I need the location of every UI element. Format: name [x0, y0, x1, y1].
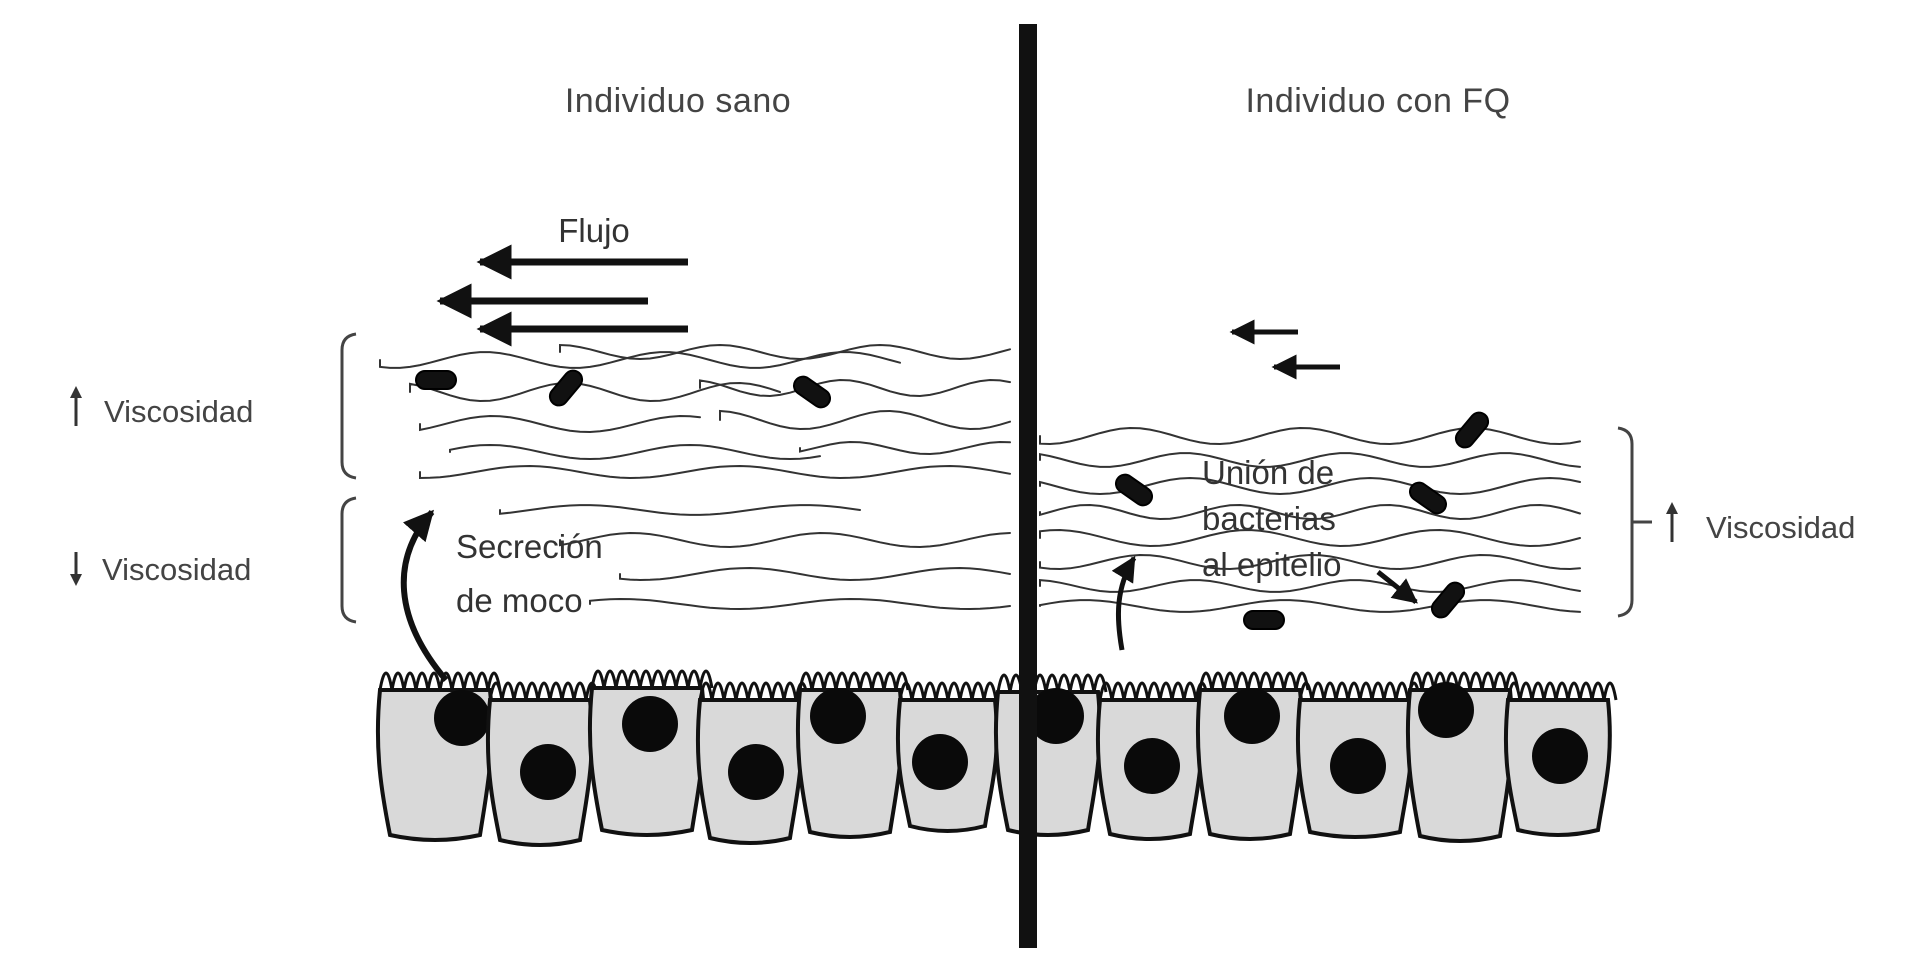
- cilia: [996, 673, 1108, 693]
- epithelial-cell: [1405, 671, 1520, 843]
- nucleus-icon: [1124, 738, 1180, 794]
- secretion-label-line1: Secreción: [456, 528, 603, 565]
- mucus-line: [699, 378, 1011, 398]
- epithelium: [375, 669, 1618, 847]
- epithelial-cell: [1195, 671, 1310, 841]
- nucleus-icon: [1224, 688, 1280, 744]
- nucleus-icon: [728, 744, 784, 800]
- nucleus-icon: [1532, 728, 1588, 784]
- viscosity-down-icon: [70, 552, 82, 586]
- epithelial-cell: [485, 681, 600, 847]
- epithelial-cell: [1295, 681, 1422, 839]
- epithelial-cell: [993, 673, 1108, 837]
- right-bracket: [1617, 426, 1634, 618]
- secretion-label-line2: de moco: [456, 582, 583, 619]
- mucus-line: [719, 409, 1011, 431]
- cilia: [1298, 681, 1422, 701]
- bacterium-icon: [1243, 610, 1285, 630]
- epithelial-cell: [1095, 681, 1210, 841]
- binding-label-line2: bacterias: [1202, 500, 1336, 537]
- epithelial-cell: [795, 671, 910, 839]
- mucus-line: [1039, 528, 1581, 548]
- nucleus-icon: [1330, 738, 1386, 794]
- nucleus-icon: [622, 696, 678, 752]
- nucleus-icon: [520, 744, 576, 800]
- mucus-line: [379, 351, 901, 369]
- mucus-line: [1039, 426, 1581, 446]
- secretion-arrow-icon: [400, 509, 449, 682]
- cilia: [1198, 671, 1310, 691]
- bacterium-icon: [792, 375, 832, 409]
- cilia: [698, 681, 810, 701]
- cilia: [1408, 671, 1520, 691]
- upper-bracket: [340, 332, 357, 480]
- flow-arrow-icon: [1229, 319, 1340, 380]
- right-title: Individuo con FQ: [1245, 82, 1510, 120]
- mucus-line: [449, 443, 821, 461]
- bacterium-icon: [1114, 473, 1154, 507]
- binding-label-line1: Unión de: [1202, 454, 1334, 491]
- nucleus-icon: [1418, 682, 1474, 738]
- bacterium-icon: [1408, 481, 1448, 515]
- binding-label-line3: al epitelio: [1202, 546, 1341, 583]
- mucus-line: [619, 566, 1011, 582]
- mucus-layer: [379, 343, 1581, 613]
- nucleus-icon: [434, 690, 490, 746]
- mucus-line: [589, 597, 1011, 611]
- flow-arrow-icon: [436, 244, 688, 347]
- bacterium-icon: [548, 369, 584, 407]
- flow-label: Flujo: [558, 212, 630, 249]
- bacteria-group: [415, 369, 1490, 630]
- mucus-line: [1039, 503, 1581, 521]
- cilia: [1506, 681, 1618, 701]
- cilia: [898, 681, 998, 701]
- right-viscosity: Viscosidad: [1706, 510, 1855, 545]
- mucus-line: [799, 440, 1011, 456]
- left-title: Individuo sano: [565, 82, 791, 120]
- mucus-line: [1039, 452, 1581, 468]
- left-lower-viscosity: Viscosidad: [102, 552, 251, 587]
- epithelial-cell: [1503, 681, 1618, 837]
- mucus-line: [499, 504, 861, 516]
- cilia: [488, 681, 600, 701]
- epithelial-cell: [695, 681, 810, 845]
- mucus-line: [419, 414, 701, 434]
- epithelial-cell: [895, 681, 999, 833]
- viscosity-up-icon: [1666, 502, 1678, 542]
- lower-bracket: [340, 496, 357, 624]
- left-upper-viscosity: Viscosidad: [104, 394, 253, 429]
- mucus-line: [409, 381, 781, 403]
- nucleus-icon: [810, 688, 866, 744]
- bacterium-icon: [415, 370, 457, 390]
- mucus-line: [419, 464, 1011, 480]
- mucus-line: [559, 531, 1011, 549]
- epithelial-cell: [587, 669, 714, 837]
- cilia: [590, 669, 714, 689]
- cilia: [798, 671, 910, 691]
- binding-arrow-icon: [1376, 570, 1418, 604]
- nucleus-icon: [1028, 688, 1084, 744]
- secretion-arrow-icon: [1111, 555, 1137, 651]
- cilia: [1098, 681, 1210, 701]
- bacterium-icon: [1454, 411, 1490, 449]
- bacterium-icon: [1430, 581, 1466, 619]
- epithelial-cell: [375, 671, 502, 842]
- viscosity-up-icon: [70, 386, 82, 426]
- nucleus-icon: [912, 734, 968, 790]
- mucus-line: [1039, 599, 1581, 613]
- mucus-line: [559, 343, 1011, 361]
